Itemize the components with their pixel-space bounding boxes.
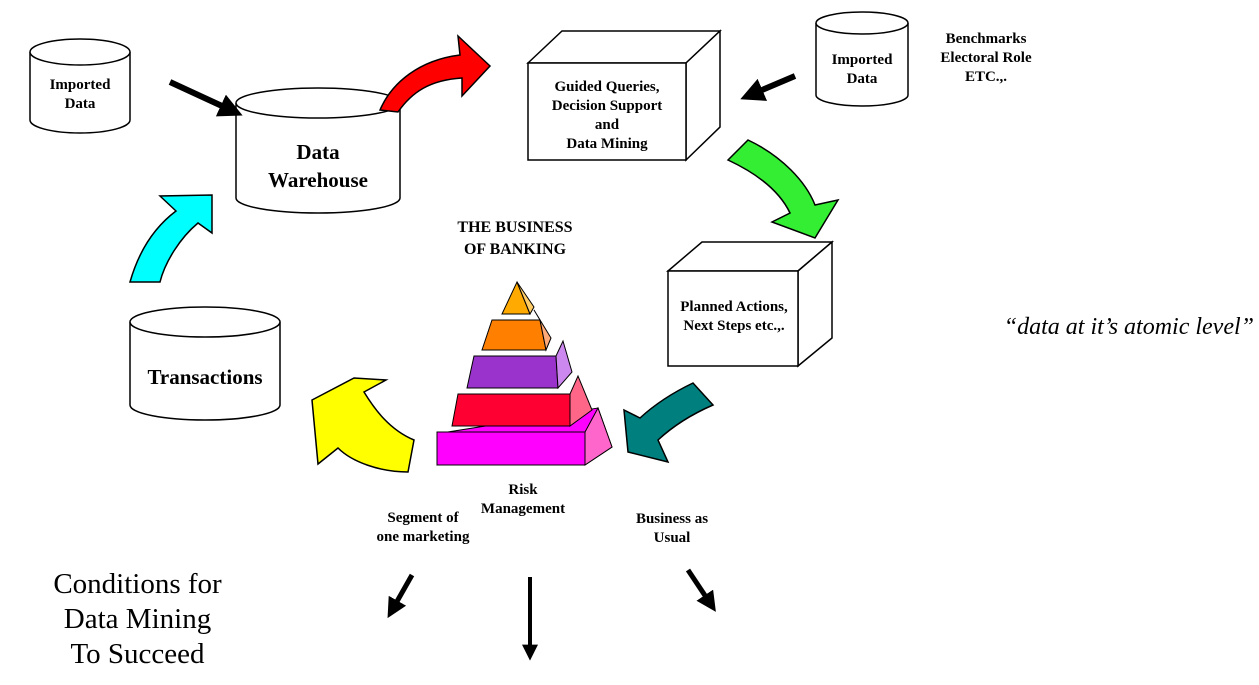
guided-queries-box (526, 29, 722, 162)
business-label: Business as Usual (635, 511, 709, 546)
teal-flow-arrow (623, 382, 715, 464)
arrow-imported-to-queries (740, 73, 797, 101)
data-warehouse-label: Data Warehouse (268, 140, 368, 192)
segment-label: Segment of one marketing (376, 510, 470, 545)
yellow-flow-arrow (311, 377, 415, 473)
pyramid-tier-top (501, 280, 535, 316)
banking-pyramid (436, 280, 613, 466)
planned-actions-box (665, 240, 835, 368)
atomic-level-note: “data at it’s atomic level” (1003, 314, 1254, 340)
transactions-cylinder (129, 306, 281, 421)
imported-data-left-cylinder (29, 38, 131, 134)
cyan-flow-arrow (129, 194, 213, 283)
arrow-imported-to-warehouse (168, 79, 243, 117)
red-flow-arrow (378, 34, 492, 113)
transactions-label: Transactions (147, 365, 263, 389)
conditions-caption: Conditions for Data Mining To Succeed (53, 568, 222, 670)
imported-data-left-label: Imported Data (49, 77, 111, 112)
benchmarks-label: Benchmarks Electoral Role ETC.,. (940, 31, 1032, 85)
guided-queries-label: Guided Queries, Decision Support and Dat… (551, 79, 663, 152)
pyramid-tier-orange (481, 309, 552, 352)
data-warehouse-cylinder (235, 87, 401, 214)
imported-data-right-cylinder (815, 11, 909, 107)
arrow-segment-down (387, 573, 415, 619)
imported-data-right-label: Imported Data (831, 52, 893, 87)
business-of-banking-title: THE BUSINESS OF BANKING (457, 219, 573, 258)
arrow-business-down (685, 568, 716, 612)
pyramid-tier-red (451, 374, 593, 427)
green-flow-arrow (726, 139, 840, 239)
risk-label: Risk Management (480, 482, 566, 517)
planned-actions-label: Planned Actions, Next Steps etc.,. (680, 299, 788, 334)
pyramid-tier-purple (466, 339, 573, 390)
